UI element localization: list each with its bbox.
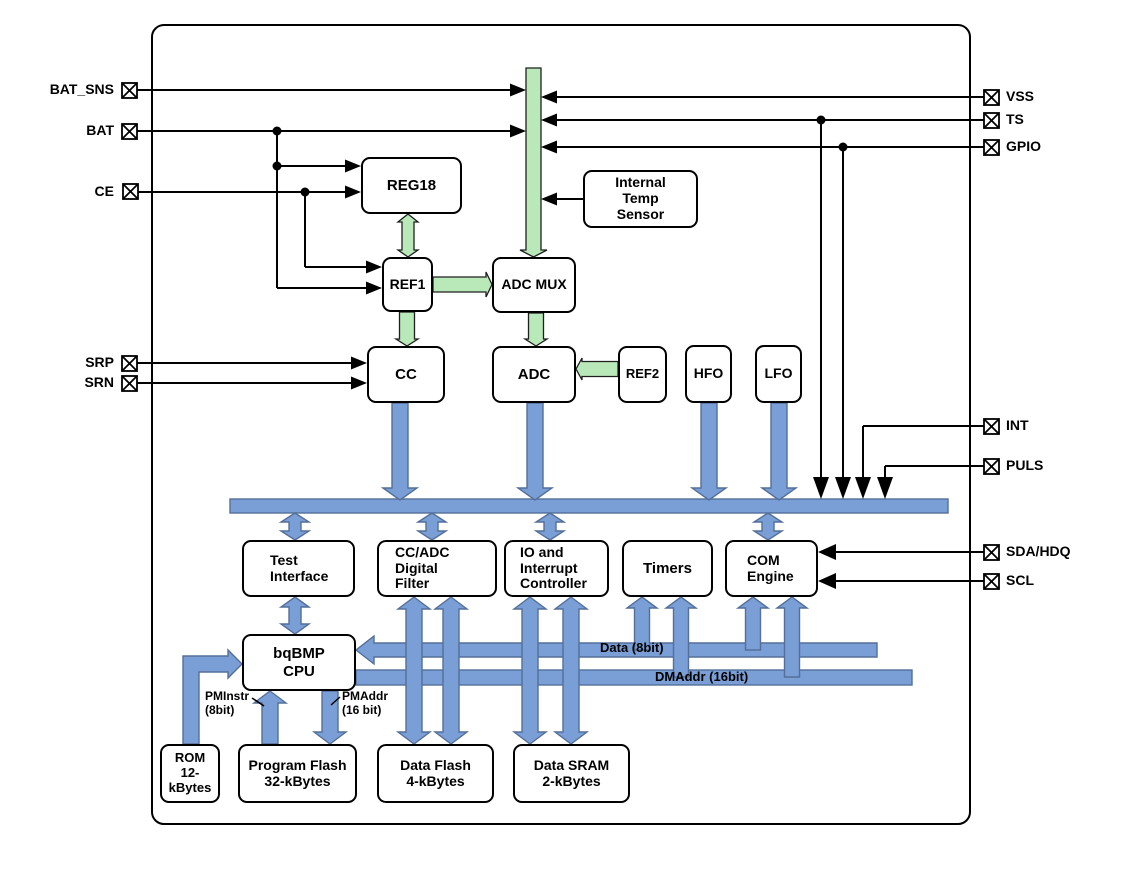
green-ref1-cc-link xyxy=(393,311,421,347)
pin-label-sda-hdq: SDA/HDQ xyxy=(1006,543,1071,559)
block-hfo: HFO xyxy=(685,345,732,403)
main-system-bus xyxy=(229,498,949,514)
pin-int-icon xyxy=(983,418,1000,435)
pflash-cpu-pminstr-arrow xyxy=(251,690,289,745)
bat-junction-dot xyxy=(272,126,282,136)
ts-arrowhead xyxy=(541,113,557,127)
pmaddr-leader-line xyxy=(330,696,341,706)
pin-ce-icon xyxy=(122,183,139,200)
pin-label-scl: SCL xyxy=(1006,572,1034,588)
chip-outline xyxy=(151,24,971,825)
int-bus-arrowhead xyxy=(855,477,871,499)
pminstr-leader-line xyxy=(251,697,265,707)
pminstr-label: PMInstr (8bit) xyxy=(205,689,250,717)
block-data-sram: Data SRAM 2-kBytes xyxy=(513,744,630,803)
block-data-flash: Data Flash 4-kBytes xyxy=(377,744,494,803)
pin-vss-icon xyxy=(983,89,1000,106)
block-ref1: REF1 xyxy=(382,257,433,312)
gpio-bus-arrowhead xyxy=(835,477,851,499)
bat-reg18-junction-dot xyxy=(272,161,282,171)
block-io-interrupt-controller: IO and Interrupt Controller xyxy=(504,540,609,597)
lfo-to-bus-arrow xyxy=(759,402,799,501)
pin-bat-icon xyxy=(121,123,138,140)
sda-hdq-arrowhead xyxy=(818,544,836,560)
pin-label-bat-sns: BAT_SNS xyxy=(49,81,114,97)
pin-sda-hdq-icon xyxy=(983,544,1000,561)
ts-junction-dot xyxy=(816,115,826,125)
puls-bus-arrowhead xyxy=(877,477,893,499)
pmaddr-label: PMAddr (16 bit) xyxy=(342,689,388,717)
pin-bat-sns-icon xyxy=(121,82,138,99)
srn-arrowhead xyxy=(351,376,367,390)
scl-arrowhead xyxy=(818,573,836,589)
pin-label-bat: BAT xyxy=(86,122,114,138)
block-program-flash: Program Flash 32-kBytes xyxy=(238,744,357,803)
adc-to-bus-arrow xyxy=(515,402,555,501)
gpio-junction-dot xyxy=(838,142,848,152)
bat-reg18-arrowhead xyxy=(345,159,361,173)
ce-reg18-arrowhead xyxy=(345,185,361,199)
pin-label-gpio: GPIO xyxy=(1006,138,1042,154)
temp-sensor-arrowhead xyxy=(541,192,557,206)
pin-gpio-icon xyxy=(983,139,1000,156)
green-reg18-ref1-link xyxy=(395,213,421,258)
pin-srp-icon xyxy=(121,355,138,372)
pin-puls-icon xyxy=(983,458,1000,475)
block-timers: Timers xyxy=(622,540,713,597)
block-internal-temp-sensor: Internal Temp Sensor xyxy=(583,170,698,228)
block-adc: ADC xyxy=(492,346,576,403)
bus-test-interface-arrow xyxy=(278,512,312,541)
pin-label-int: INT xyxy=(1006,417,1029,433)
block-lfo: LFO xyxy=(755,345,802,403)
pin-label-ce: CE xyxy=(94,183,114,199)
dmaddr-bus-label: DMAddr (16bit) xyxy=(655,669,749,684)
dmaddr-bus xyxy=(355,669,913,686)
block-bqbmp-cpu: bqBMP CPU xyxy=(242,634,356,691)
cc-to-bus-arrow xyxy=(380,402,420,501)
bus-filter-arrow xyxy=(415,512,449,541)
green-ref2-adc-link xyxy=(575,357,619,381)
bat-arrowhead xyxy=(510,124,526,138)
block-adc-mux: ADC MUX xyxy=(492,257,576,313)
srp-arrowhead xyxy=(351,356,367,370)
dmaddr-com-arrow xyxy=(774,596,810,678)
pin-scl-icon xyxy=(983,573,1000,590)
bat-sns-arrowhead xyxy=(510,83,526,97)
green-adc-mux-input-bus xyxy=(519,67,548,258)
green-adcmux-adc-link xyxy=(522,312,550,347)
vss-arrowhead xyxy=(541,90,557,104)
bat-ref1-arrowhead xyxy=(366,281,382,295)
pin-srn-icon xyxy=(121,375,138,392)
pin-ts-icon xyxy=(983,112,1000,129)
pin-label-srn: SRN xyxy=(84,374,114,390)
bus-io-arrow xyxy=(533,512,567,541)
dmaddr-timers-arrow xyxy=(663,596,699,678)
block-ref2: REF2 xyxy=(618,346,667,403)
block-cc: CC xyxy=(367,346,445,403)
block-rom: ROM 12- kBytes xyxy=(160,744,220,803)
ce-ref1-arrowhead xyxy=(366,260,382,274)
rom-cpu-arrow xyxy=(182,648,243,745)
pin-label-srp: SRP xyxy=(85,354,114,370)
hfo-to-bus-arrow xyxy=(689,402,729,501)
block-test-interface: Test Interface xyxy=(242,540,355,597)
bus-com-arrow xyxy=(751,512,785,541)
data-bus-label: Data (8bit) xyxy=(600,640,664,655)
pin-label-ts: TS xyxy=(1006,111,1024,127)
green-ref1-adcmux-link xyxy=(432,271,493,298)
block-reg18: REG18 xyxy=(361,157,462,214)
ts-bus-arrowhead xyxy=(813,477,829,499)
block-com-engine: COM Engine xyxy=(725,540,818,597)
block-cc-adc-digital-filter: CC/ADC Digital Filter xyxy=(377,540,497,597)
gpio-arrowhead xyxy=(541,140,557,154)
databus-timers-arrow xyxy=(624,596,660,651)
databus-com-arrow xyxy=(735,596,771,651)
ce-junction-dot xyxy=(300,187,310,197)
pin-label-vss: VSS xyxy=(1006,88,1035,104)
pin-label-puls: PULS xyxy=(1006,457,1044,473)
test-interface-cpu-arrow xyxy=(278,596,312,635)
